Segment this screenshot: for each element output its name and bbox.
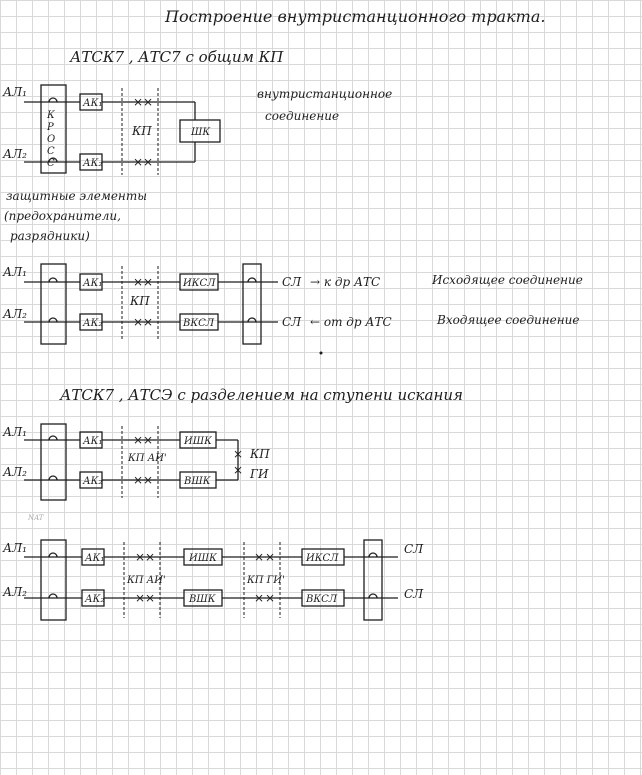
svg-text:×: × (143, 315, 153, 329)
s1-shk-box (179, 119, 221, 143)
svg-text:×: × (133, 315, 143, 329)
s1-protect-line-1: защитные элементы (6, 189, 147, 203)
s2-vksl-label: ВКСЛ (182, 318, 215, 329)
s3-ak2-label: АК₂ (82, 476, 102, 487)
s1-cross-frame: К Р О С С (40, 84, 67, 174)
s4-switching-field-gi: × × × × КП ГИ' (243, 542, 285, 618)
s1-shk-label: ШК (190, 127, 210, 138)
svg-text:×: × (133, 95, 143, 109)
s4-sl-2: СЛ (404, 587, 424, 601)
s3-ishk-label: ИШК (183, 436, 212, 447)
svg-text:×: × (143, 95, 153, 109)
s3-switching-field: × × × × КП АИ' (121, 426, 167, 498)
s3-kp-label: КП (249, 447, 270, 461)
svg-text:×: × (133, 275, 143, 289)
s1-protect-line-3: разрядники) (10, 229, 90, 243)
svg-text:×: × (133, 155, 143, 169)
s2-subscriber-line-2: АЛ₂ (2, 307, 27, 321)
s3-subscriber-line-1: АЛ₁ (2, 425, 27, 439)
s4-cross-frame-right (363, 539, 383, 621)
page-title: Построение внутристанционного тракта. (164, 7, 545, 26)
s1-subscriber-line-2: АЛ₂ (2, 147, 27, 161)
s2-kp-label: КП (129, 294, 150, 308)
s4-ak2-label: АК₂ (84, 594, 104, 605)
section3-heading: АТСК7 , АТСЭ с разделением на ступени ис… (59, 386, 463, 404)
s4-vshk-label: ВШК (188, 594, 216, 605)
s1-switching-field: × × × × КП (121, 88, 159, 175)
s4-iksl-label: ИКСЛ (305, 553, 339, 564)
svg-text:×: × (145, 550, 155, 564)
svg-text:×: × (265, 550, 275, 564)
s3-subscriber-line-2: АЛ₂ (2, 465, 27, 479)
s1-cross-letter-3: О (47, 134, 55, 145)
s2-to-other: → к др АТС (310, 275, 380, 289)
s4-ak1-label: АК₁ (84, 553, 104, 564)
s1-ak1-label: АК₁ (82, 98, 102, 109)
s1-ak2-label: АК₂ (82, 158, 102, 169)
s3-cross-frame (40, 423, 67, 501)
svg-text:×: × (254, 591, 264, 605)
s4-switching-field-ai: × × × × КП АИ' (123, 542, 166, 618)
s1-note-line-1: внутристанционное (257, 87, 392, 101)
s4-kpgi-label: КП ГИ' (246, 575, 285, 586)
s2-outgoing: Исходящее соединение (431, 273, 583, 287)
section1-heading: АТСК7 , АТС7 с общим КП (69, 48, 284, 66)
s2-sl-1: СЛ (282, 275, 302, 289)
s4-kpai-label: КП АИ' (126, 575, 166, 586)
s2-switching-field: × × × × КП (121, 266, 159, 340)
svg-text:×: × (143, 433, 153, 447)
s3-ak1-label: АК₁ (82, 436, 102, 447)
s4-ishk-label: ИШК (188, 553, 217, 564)
s1-subscriber-line-1: АЛ₁ (2, 85, 27, 99)
s1-cross-letter-5: С (47, 158, 55, 169)
s3-gi-label: ГИ (249, 467, 269, 481)
s2-cross-frame-right (242, 263, 262, 345)
s1-cross-letter-1: К (46, 110, 55, 121)
svg-text:×: × (145, 591, 155, 605)
s4-sl-1: СЛ (404, 542, 424, 556)
s2-incoming: Входящее соединение (436, 313, 580, 327)
svg-text:×: × (143, 275, 153, 289)
s1-cross-letter-2: Р (46, 122, 54, 133)
s2-cross-frame-left (40, 263, 67, 345)
svg-text:×: × (133, 433, 143, 447)
s2-subscriber-line-1: АЛ₁ (2, 265, 27, 279)
s1-protect-line-2: (предохранители, (4, 209, 121, 223)
svg-text:×: × (233, 447, 243, 461)
s1-cross-letter-4: С (47, 146, 55, 157)
svg-text:×: × (265, 591, 275, 605)
s2-ak1-label: АК₁ (82, 278, 102, 289)
s4-vksl-label: ВКСЛ (305, 594, 338, 605)
s1-note-line-2: соединение (265, 109, 339, 123)
s4-cross-frame-left (40, 539, 67, 621)
svg-text:×: × (135, 591, 145, 605)
s3-vshk-label: ВШК (183, 476, 211, 487)
s4-subscriber-line-1: АЛ₁ (2, 541, 27, 555)
s2-ak2-label: АК₂ (82, 318, 102, 329)
svg-text:×: × (135, 550, 145, 564)
s2-iksl-label: ИКСЛ (182, 278, 216, 289)
s1-kp-label: КП (131, 124, 152, 138)
svg-text:×: × (143, 473, 153, 487)
s3-kpai-label: КП АИ' (127, 453, 167, 464)
s2-from-other: ← от др АТС (310, 315, 392, 329)
svg-text:×: × (143, 155, 153, 169)
s4-subscriber-line-2: АЛ₂ (2, 585, 27, 599)
svg-text:×: × (254, 550, 264, 564)
svg-text:×: × (133, 473, 143, 487)
svg-text:×: × (233, 463, 243, 477)
s2-sl-2: СЛ (282, 315, 302, 329)
scan-mark: NAT (27, 514, 45, 522)
